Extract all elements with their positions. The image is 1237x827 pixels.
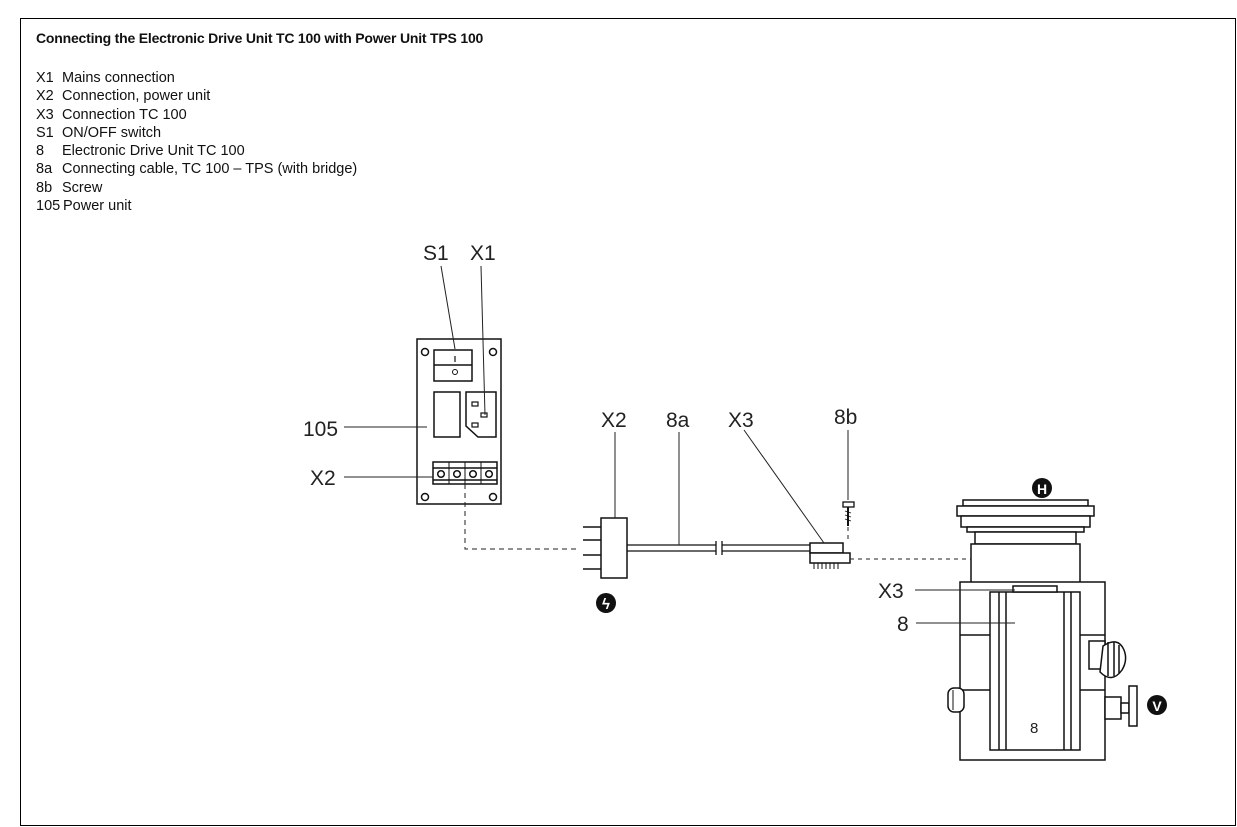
mains-socket [433,391,497,438]
connecting-cable [627,541,810,555]
cooling-fitting [1088,640,1127,679]
legend-key: 8b [36,179,53,196]
lightning-badge: ϟ [596,593,616,613]
figure-frame: Connecting the Electronic Drive Unit TC … [20,18,1236,826]
side-port [947,687,965,713]
connection-path [464,484,580,550]
h-badge: H [1032,478,1052,498]
legend-item: 8 Electronic Drive Unit TC 100 [36,142,357,160]
legend-key: 105 [36,198,61,215]
legend: X1 Mains connection X2 Connection, power u… [36,69,357,215]
legend-item: X1 Mains connection [36,69,357,87]
power-unit-terminal [432,461,498,485]
legend-text: Connecting cable, TC 100 – TPS (with bri… [62,161,358,178]
legend-text: ON/OFF switch [62,124,162,141]
cable-plug-x2 [583,517,628,579]
callout-8b: 8b [834,406,857,429]
lightning-badge-symbol: ϟ [602,596,610,613]
cable-plug-x3 [809,542,851,569]
legend-text: Connection, power unit [62,88,211,105]
v-badge-letter: V [1152,698,1162,714]
power-unit-leaders [344,265,486,478]
drive-unit-marking: 8 [1030,720,1038,737]
callout-8a: 8a [666,409,690,432]
legend-item: X2 Connection, power unit [36,87,357,105]
callout-105: 105 [303,418,338,441]
callout-x2-power-unit: X2 [310,467,336,490]
legend-text: Screw [62,179,103,196]
callout-x1: X1 [470,242,496,265]
v-badge: V [1147,695,1167,715]
legend-item: X3 Connection TC 100 [36,106,357,124]
legend-item: 8b Screw [36,179,357,197]
screw [842,501,855,526]
legend-key: X2 [36,88,54,105]
legend-key: 8a [36,161,53,178]
legend-item: 8a Connecting cable, TC 100 – TPS (with b… [36,160,357,178]
cable-leaders [614,429,849,545]
legend-key: X1 [36,70,54,86]
legend-text: Power unit [63,198,132,215]
legend-text: Mains connection [62,70,175,86]
callout-x2-cable: X2 [601,409,627,432]
pump-leaders [915,589,1015,624]
h-badge-letter: H [1037,481,1047,497]
legend-text: Electronic Drive Unit TC 100 [62,143,245,160]
drive-unit [989,585,1081,751]
legend-key: 8 [36,143,45,160]
callout-s1: S1 [423,242,449,265]
callout-x3-cable: X3 [728,409,754,432]
callout-8: 8 [897,613,909,636]
legend-key: X3 [36,106,54,123]
venting-valve [1104,685,1138,727]
on-off-switch [433,349,473,382]
legend-text: Connection TC 100 [62,106,187,123]
callout-x3-pump: X3 [878,580,904,603]
legend-key: S1 [36,124,54,141]
figure-title: Connecting the Electronic Drive Unit TC … [36,30,484,46]
legend-item: S1 ON/OFF switch [36,124,357,142]
